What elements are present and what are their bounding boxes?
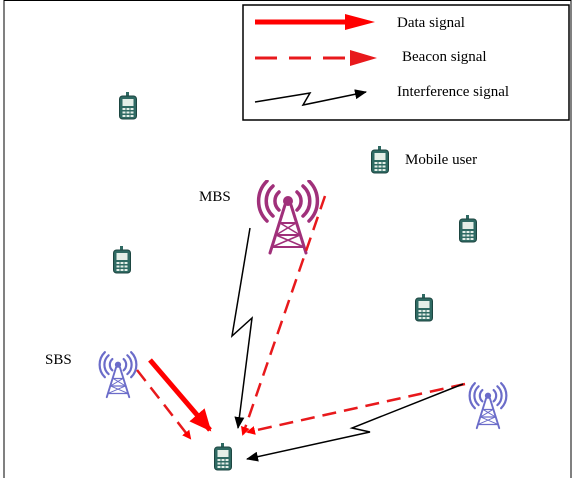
small-base-station-icon xyxy=(468,381,508,430)
sbs-label: SBS xyxy=(45,352,72,368)
legend-interference-signal-label: Interference signal xyxy=(397,84,509,100)
mobile-phone-icon xyxy=(415,294,433,322)
mobile-phone-icon xyxy=(371,146,389,174)
beacon-signal-arrow-sbs xyxy=(136,369,192,440)
beacon-signal-arrow-sbs-right xyxy=(246,382,466,435)
beacon-signal-arrow-mbs xyxy=(241,195,327,436)
legend-beacon-signal-label: Beacon signal xyxy=(402,49,487,65)
interference-signal-arrow-mbs xyxy=(230,227,253,429)
mbs-label: MBS xyxy=(199,189,231,205)
interference-signal-arrow-sbs-right xyxy=(246,383,464,462)
legend-data-signal-arrowhead xyxy=(345,14,375,30)
legend-interference-signal-line xyxy=(254,89,367,107)
data-signal-arrow xyxy=(148,358,212,432)
mobile-phone-icon xyxy=(459,215,477,243)
mobile-phone-icon xyxy=(119,92,137,120)
legend-beacon-signal-arrowhead xyxy=(350,50,377,66)
legend: Data signal Beacon signal Interference s… xyxy=(242,4,570,121)
mobile-phone-icon xyxy=(113,246,131,274)
target-mobile-phone-icon xyxy=(214,443,232,471)
signals xyxy=(136,195,466,462)
small-base-station-icon xyxy=(98,351,138,399)
mobile-user-label: Mobile user xyxy=(405,152,477,168)
legend-data-signal-label: Data signal xyxy=(397,15,465,31)
